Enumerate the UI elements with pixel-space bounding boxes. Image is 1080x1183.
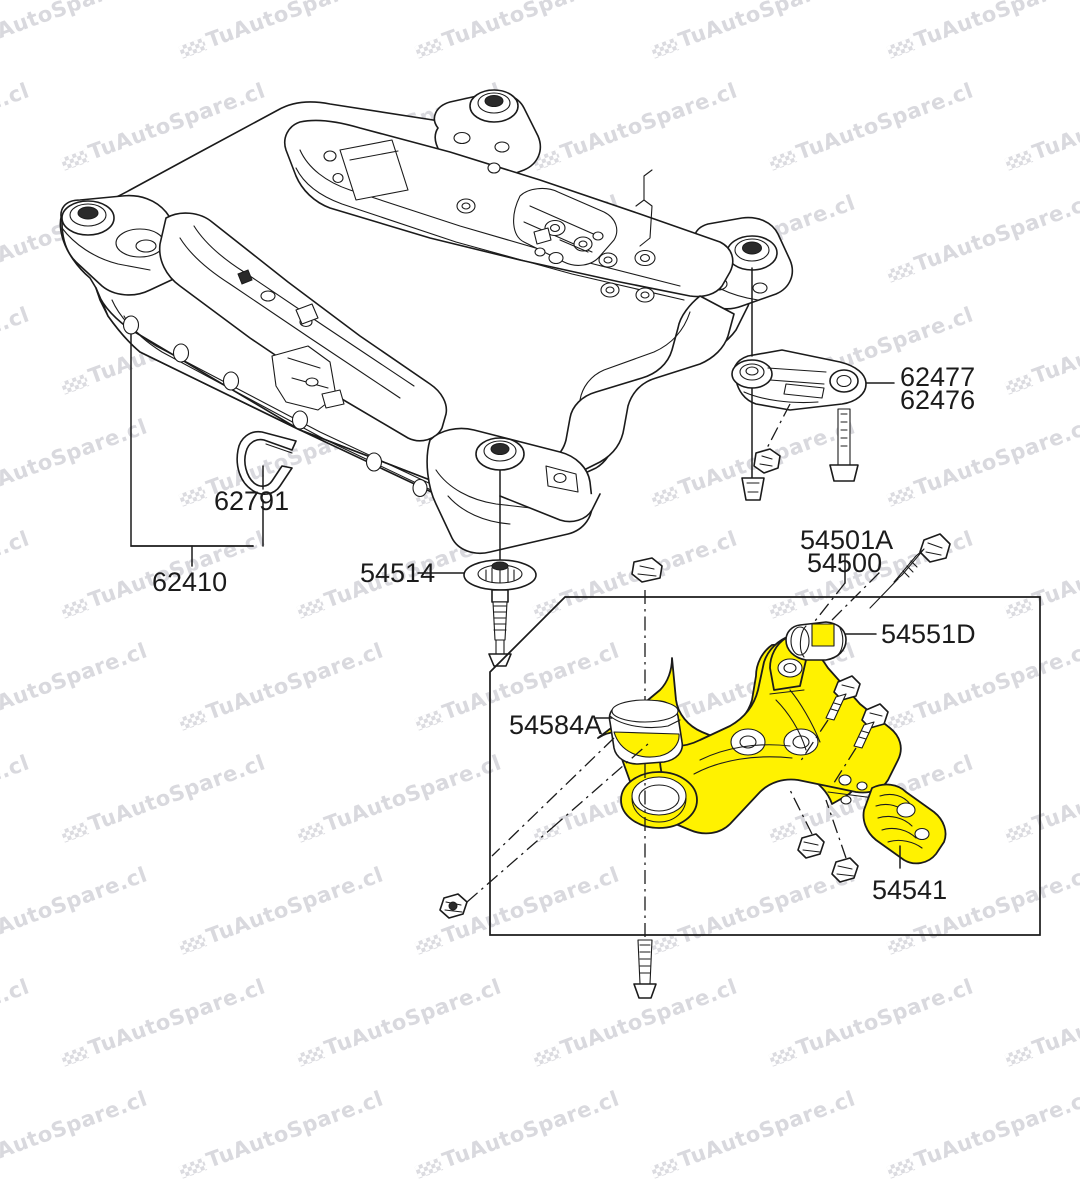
checkered-flag-icon [414,1157,444,1179]
dashdot-54551D [831,571,881,621]
label-62476: 62476 [900,385,976,415]
dashdot-nut-outside [466,827,553,903]
bolt-bracket-right [829,408,859,482]
part-62791-u-clip [236,430,297,495]
nut-above-rear-bush [631,557,663,583]
watermark-text: TuAutoSpare.cl [176,1086,386,1182]
label-54500: 54500 [807,548,883,578]
dashdot-bolt-arm-2 [831,747,857,787]
checkered-flag-icon [650,1157,680,1179]
checkered-flag-icon [178,1157,208,1179]
label-54551D: 54551D [881,619,976,649]
dashdot-nut-bracket [765,403,791,451]
label-62791: 62791 [214,486,290,516]
bolt-arm-upper-2 [853,703,889,749]
nut-arm-lower-2 [831,857,859,883]
watermark-text: TuAutoSpare.cl [0,1086,150,1182]
nut-arm-lower-1 [797,833,825,859]
dashdot-nut-arm-1 [789,789,813,835]
watermark-label: TuAutoSpare.cl [911,1086,1080,1173]
bolt-54501A [869,533,951,609]
nut-outside-lower-left [439,893,468,919]
nut-bracket [753,448,781,474]
arm-rear-bush-barrel [620,771,698,829]
part-54584A-bush [608,699,684,765]
watermark-label: TuAutoSpare.cl [0,1086,151,1173]
watermark-text: TuAutoSpare.cl [648,1086,858,1182]
leader-62410-bracket [130,333,264,567]
label-54541: 54541 [872,875,948,905]
watermark-label: TuAutoSpare.cl [203,1086,387,1173]
dashdot-corner [491,737,615,857]
label-62410: 62410 [152,567,228,597]
watermark-label: TuAutoSpare.cl [675,1086,859,1173]
watermark-text: TuAutoSpare.cl [412,1086,622,1182]
watermark-label: TuAutoSpare.cl [439,1086,623,1173]
diagram-artwork: .ln{fill:none;stroke:#1b1b1b;stroke-widt… [59,89,1041,999]
watermark-text: TuAutoSpare.cl [884,1086,1080,1182]
part-62477-bracket [731,349,867,411]
part-54551D-bush [785,621,847,661]
inset-detail-box [489,596,1041,936]
bolt-54514 [488,589,512,667]
checkered-flag-icon [886,1157,916,1179]
label-54501A: 54501A [800,525,894,555]
dashdot-nut-outside-2 [551,743,649,829]
dashdot-nut-arm-2 [825,799,847,859]
part-54514-insulator [463,559,537,591]
label-54514: 54514 [360,558,436,588]
dashdot-bolt-arm-1 [799,719,829,763]
bolt-arm-upper-1 [825,675,861,721]
bolt-bracket-lower [741,477,765,501]
label-62477: 62477 [900,362,976,392]
bolt-below-rear-bush [633,939,657,999]
label-54584A: 54584A [509,710,603,740]
part-62410-crossmember [59,89,794,554]
